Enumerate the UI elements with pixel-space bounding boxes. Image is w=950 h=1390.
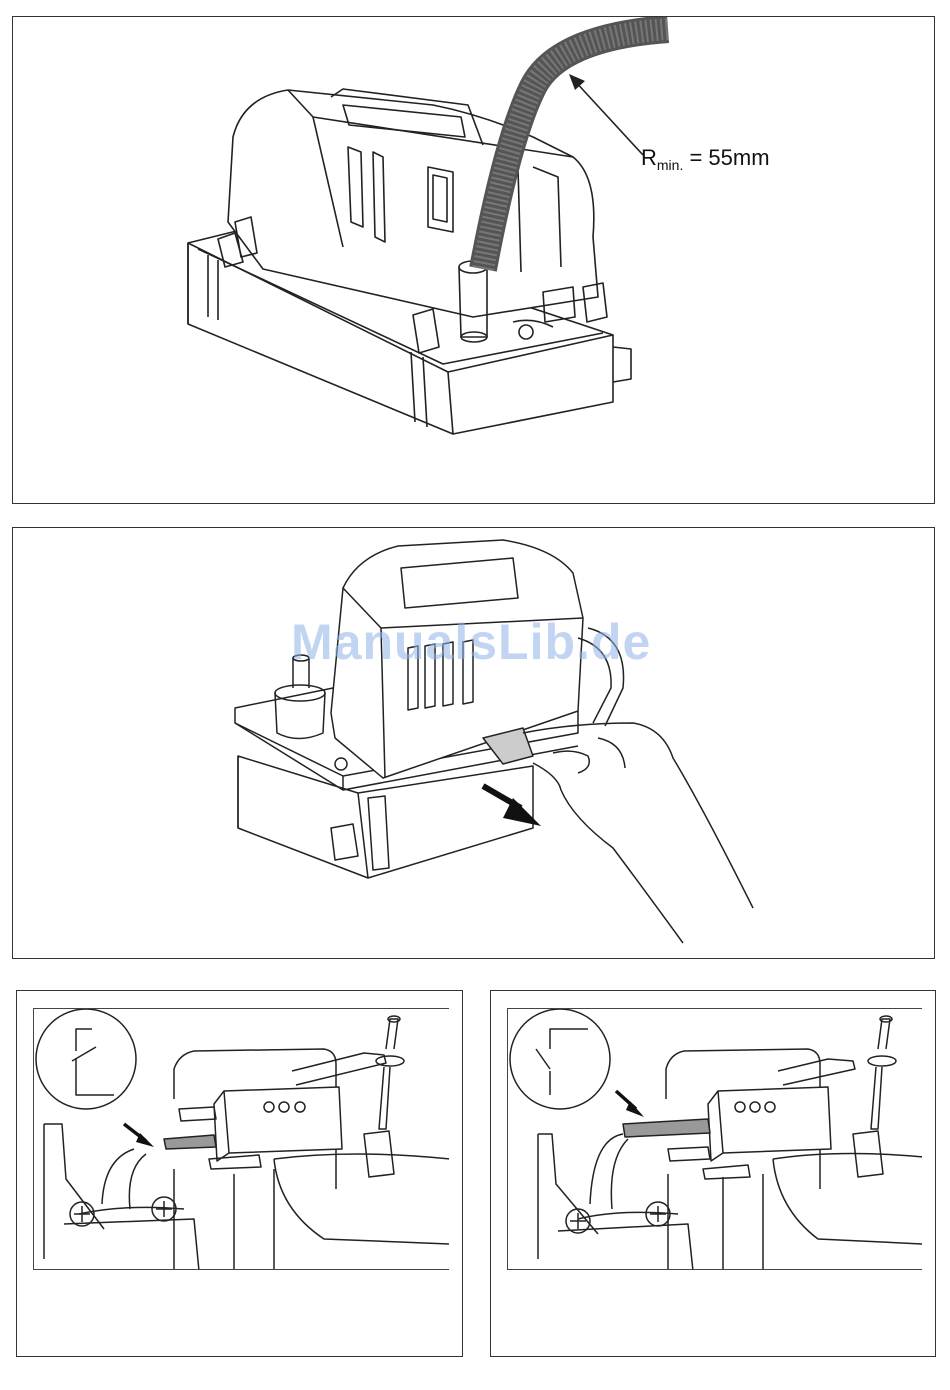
watermark-text: ManualsLib.de xyxy=(291,613,651,671)
radius-value: = 55mm xyxy=(689,145,769,170)
figure-switch-contact-a-panel xyxy=(16,990,463,1357)
figure-hose-radius-panel: Rmin. = 55mm xyxy=(12,16,935,504)
pump-tab-removal-illustration xyxy=(13,528,934,958)
figure-remove-tab-panel: ManualsLib.de xyxy=(12,527,935,959)
figure-switch-contact-b-panel xyxy=(490,990,936,1357)
pump-hose-illustration xyxy=(13,17,934,503)
radius-subscript: min. xyxy=(657,157,683,173)
microswitch-wiring-a xyxy=(34,1009,449,1270)
switch-b-frame xyxy=(507,1008,922,1270)
hose-radius-label: Rmin. = 55mm xyxy=(641,145,770,171)
radius-symbol: R xyxy=(641,145,657,170)
switch-a-frame xyxy=(33,1008,449,1270)
microswitch-wiring-b xyxy=(508,1009,922,1270)
